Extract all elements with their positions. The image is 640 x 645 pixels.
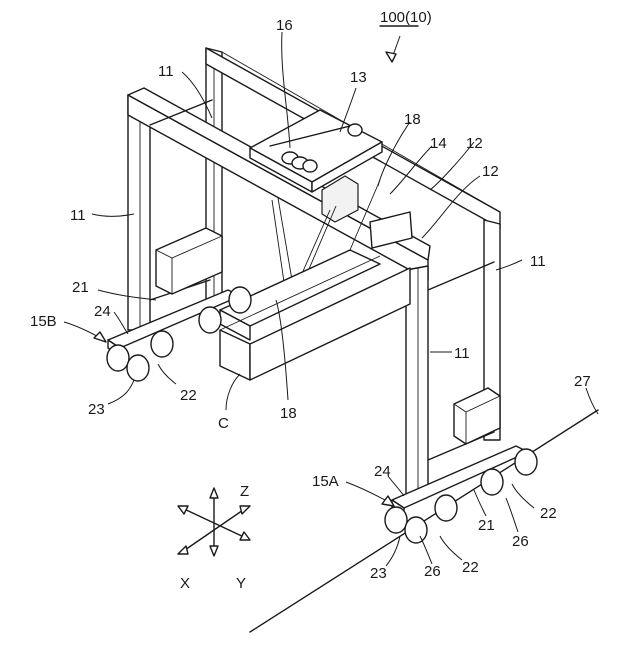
ref-16: 16 [276, 17, 293, 34]
ref-15B: 15B [30, 313, 57, 330]
ref-22-right-top: 22 [540, 505, 557, 522]
ref-27: 27 [574, 373, 591, 390]
ref-21-right: 21 [478, 517, 495, 534]
ref-100-10: 100(10) [380, 9, 432, 26]
ref-22-bottom: 22 [462, 559, 479, 576]
axis-x-label: X [180, 575, 190, 592]
ref-26-bottom: 26 [424, 563, 441, 580]
ref-23-right: 23 [370, 565, 387, 582]
axis-z-label: Z [240, 483, 249, 500]
ref-22-left: 22 [180, 387, 197, 404]
ref-15A: 15A [312, 473, 339, 490]
ref-24-left: 24 [94, 303, 111, 320]
ref-11-top: 11 [158, 63, 174, 80]
ref-C: C [218, 415, 229, 432]
ref-13: 13 [350, 69, 367, 86]
ref-14: 14 [430, 135, 447, 152]
ref-18-top: 18 [404, 111, 421, 128]
ref-12-b: 12 [482, 163, 499, 180]
front-leg-left [128, 95, 150, 330]
axis-y-label: Y [236, 575, 246, 592]
ref-21-left: 21 [72, 279, 89, 296]
ref-23-left: 23 [88, 401, 105, 418]
ref-11-right: 11 [530, 253, 546, 270]
ref-26-right: 26 [512, 533, 529, 550]
ref-18-bottom: 18 [280, 405, 297, 422]
ref-11-left: 11 [70, 207, 86, 224]
ref-11-front: 11 [454, 345, 470, 362]
ref-24-right: 24 [374, 463, 391, 480]
ref-12-a: 12 [466, 135, 483, 152]
